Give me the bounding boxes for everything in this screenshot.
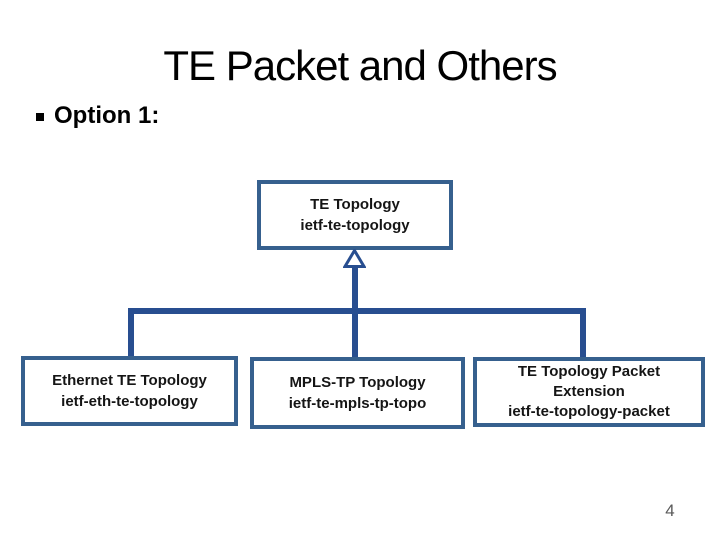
node-module: ietf-te-topology xyxy=(300,217,410,234)
node-module: ietf-te-mpls-tp-topo xyxy=(288,395,427,412)
node-title: TE Topology xyxy=(310,196,400,213)
bullet-square-icon xyxy=(36,113,44,121)
bullet-row: Option 1: xyxy=(36,102,159,130)
diagram-node-te-topology: TE Topology ietf-te-topology xyxy=(257,180,453,250)
diagram-node-te-topology-packet-extension: TE Topology Packet Extension ietf-te-top… xyxy=(473,357,705,427)
connector-horizontal-rail xyxy=(128,308,586,314)
diagram-node-mpls-tp-topology: MPLS-TP Topology ietf-te-mpls-tp-topo xyxy=(250,357,465,429)
node-module: ietf-te-topology-packet xyxy=(508,403,670,420)
slide-title: TE Packet and Others xyxy=(163,42,557,89)
node-title: TE Topology Packet xyxy=(517,363,661,380)
node-title: Ethernet TE Topology xyxy=(52,372,207,389)
page-number: 4 xyxy=(665,501,675,520)
diagram-node-ethernet-te-topology: Ethernet TE Topology ietf-eth-te-topolog… xyxy=(21,356,238,426)
connector-left-elbow xyxy=(128,308,134,356)
node-module: ietf-eth-te-topology xyxy=(61,393,198,410)
node-title: MPLS-TP Topology xyxy=(289,374,426,391)
generalization-arrowhead-icon xyxy=(343,249,366,268)
node-title-line2: Extension xyxy=(553,383,625,400)
connector-right-elbow xyxy=(580,308,586,357)
bullet-text: Option 1: xyxy=(54,102,160,129)
